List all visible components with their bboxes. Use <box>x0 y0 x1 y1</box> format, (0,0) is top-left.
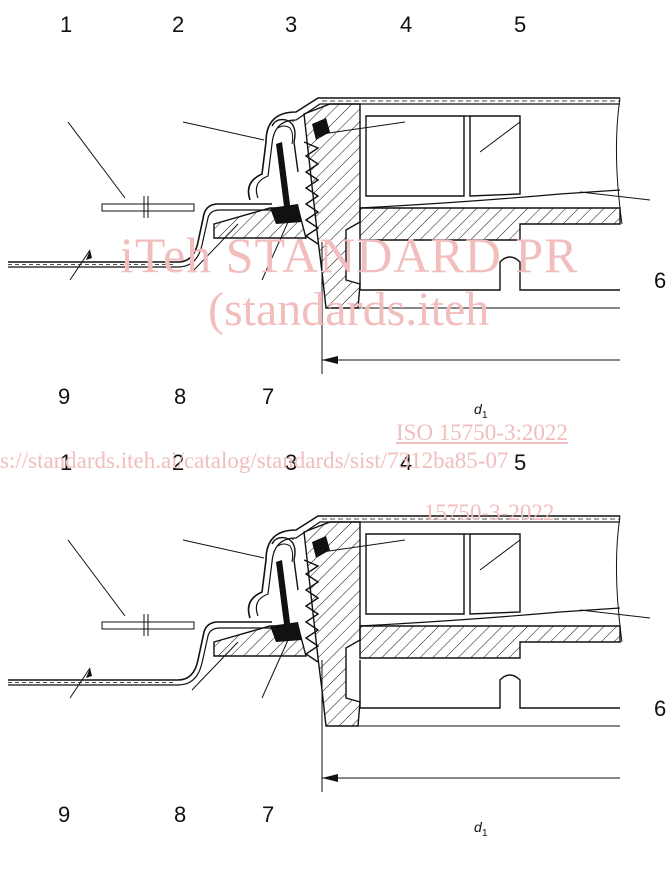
figure-bottom-labels: 1 2 3 4 5 6 7 8 9 d 1 <box>58 450 666 839</box>
label-1: 1 <box>60 450 72 475</box>
label-3: 3 <box>285 12 297 37</box>
dimension-d1-subscript: 1 <box>482 828 488 839</box>
label-4: 4 <box>400 450 412 475</box>
label-1: 1 <box>60 12 72 37</box>
label-2: 2 <box>172 450 184 475</box>
dimension-d1-subscript: 1 <box>482 410 488 421</box>
label-8: 8 <box>174 802 186 827</box>
label-5: 5 <box>514 12 526 37</box>
figure-bottom <box>7 515 651 793</box>
watermark-line-2: (standards.iteh <box>208 283 490 336</box>
label-3: 3 <box>285 450 297 475</box>
figure-top-labels: 1 2 3 4 5 6 7 8 9 d 1 <box>58 12 666 421</box>
label-9: 9 <box>58 802 70 827</box>
label-6: 6 <box>654 268 666 293</box>
label-8: 8 <box>174 384 186 409</box>
label-6: 6 <box>654 696 666 721</box>
label-2: 2 <box>172 12 184 37</box>
watermark-standard-link[interactable]: ISO 15750-3:2022 <box>396 420 568 445</box>
watermark-line-5: 15750-3-2022 <box>424 500 555 525</box>
watermark-line-1: iTeh STANDARD PR <box>120 227 579 283</box>
label-7: 7 <box>262 384 274 409</box>
dimension-d1-symbol: d <box>474 819 483 835</box>
label-7: 7 <box>262 802 274 827</box>
watermark-url: s://standards.iteh.ai/catalog/standards/… <box>0 448 509 473</box>
dimension-d1-symbol: d <box>474 401 483 417</box>
label-5: 5 <box>514 450 526 475</box>
label-9: 9 <box>58 384 70 409</box>
label-4: 4 <box>400 12 412 37</box>
